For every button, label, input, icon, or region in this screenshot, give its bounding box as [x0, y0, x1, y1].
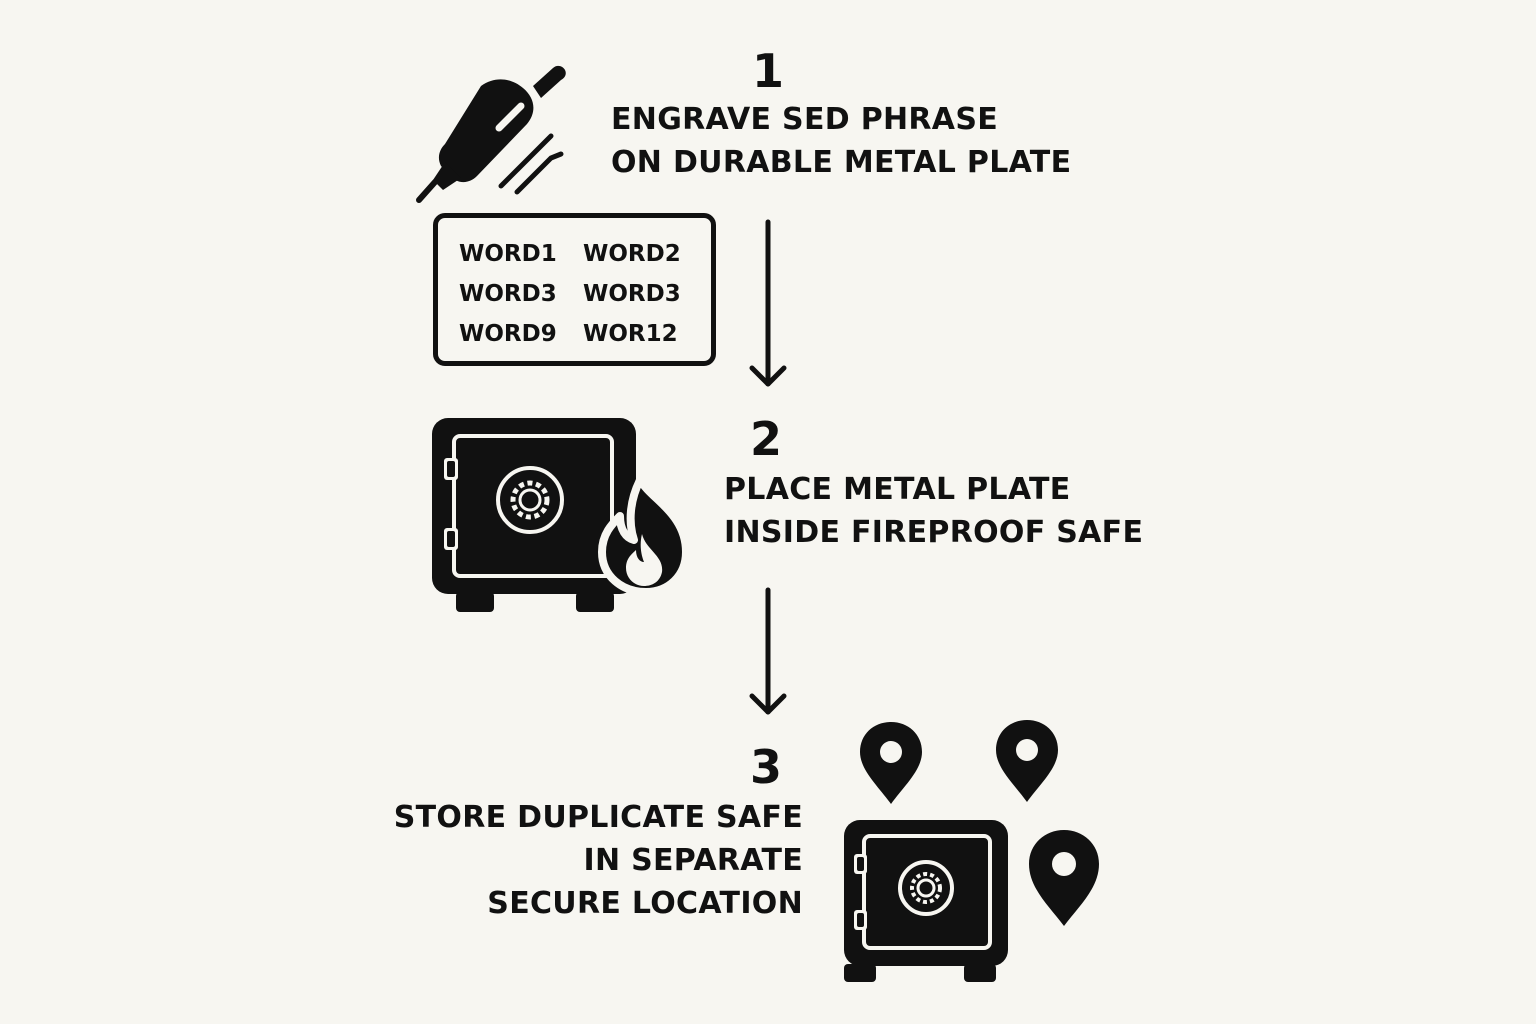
step-2-number: 2: [750, 412, 783, 466]
fireproof-safe-icon: [432, 418, 690, 612]
flame-icon: [598, 476, 690, 596]
step-2-text: PLACE METAL PLATE INSIDE FIREPROOF SAFE: [724, 468, 1143, 554]
step-1-number: 1: [752, 44, 785, 98]
location-pin-icon: [1029, 830, 1099, 926]
plate-word: WORD3: [583, 281, 681, 307]
step-2-line-2: INSIDE FIREPROOF SAFE: [724, 515, 1144, 550]
step-2-line-1: PLACE METAL PLATE: [724, 472, 1071, 507]
plate-word: WORD3: [459, 281, 557, 307]
location-pin-icon: [996, 720, 1058, 802]
plate-word: WORD2: [583, 241, 681, 267]
step-3-line-2: IN SEPARATE: [583, 843, 803, 878]
plate-word: WORD9: [459, 321, 557, 347]
location-pin-icon: [860, 722, 922, 804]
step-1-line-2: ON DURABLE METAL PLATE: [611, 145, 1072, 180]
plate-word: WORD1: [459, 241, 557, 267]
engraving-pen-icon: [416, 65, 566, 203]
step-3-text: STORE DUPLICATE SAFE IN SEPARATE SECURE …: [340, 796, 803, 925]
safe-icon: [844, 820, 1008, 982]
step-3-line-3: SECURE LOCATION: [487, 886, 803, 921]
arrow-down-icon: [749, 219, 787, 387]
step-3-number: 3: [750, 740, 783, 794]
arrow-down-icon: [749, 587, 787, 715]
step-1-line-1: ENGRAVE SED PHRASE: [611, 102, 999, 137]
step-3-line-1: STORE DUPLICATE SAFE: [393, 800, 803, 835]
step-1-text: ENGRAVE SED PHRASE ON DURABLE METAL PLAT…: [611, 98, 1071, 184]
metal-plate: WORD1 WORD2 WORD3 WORD3 WORD9 WOR12: [433, 213, 716, 366]
plate-word: WOR12: [583, 321, 678, 347]
